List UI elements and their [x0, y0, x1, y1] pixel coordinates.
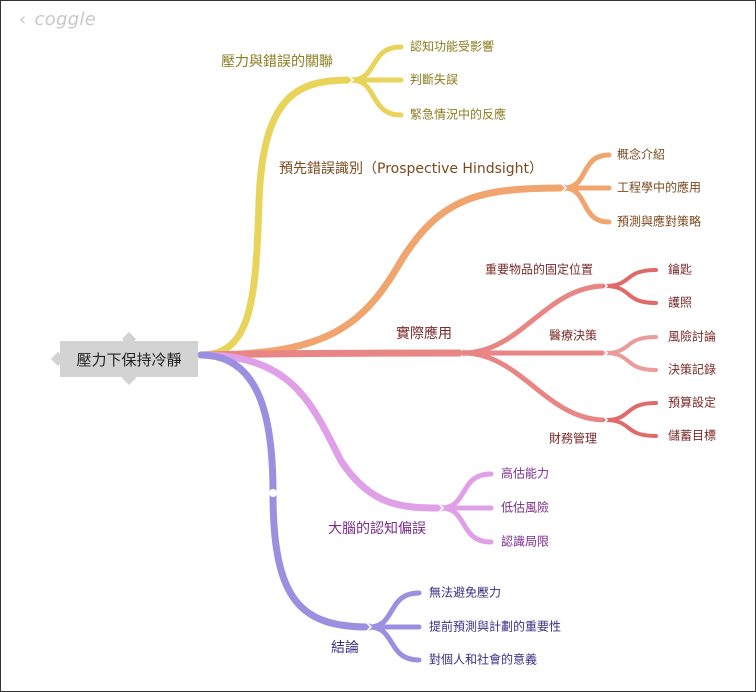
branch-5-label[interactable]: 結論 — [331, 640, 359, 656]
branch-3-sub-3-link — [460, 350, 608, 423]
branch-3-sub-2-label[interactable]: 醫療決策 — [549, 329, 597, 343]
coggle-logo[interactable]: ‹ coggle — [19, 9, 96, 30]
branch-3-sub-2-leaf-link-2 — [603, 351, 658, 372]
branch-3-sub-1-link — [460, 283, 608, 356]
branch-1-leaf-2[interactable]: 判斷失誤 — [410, 72, 458, 87]
root-node[interactable]: 壓力下保持冷靜 — [60, 341, 198, 377]
branch-3-label[interactable]: 實際應用 — [396, 325, 452, 342]
branch-labels: 壓力與錯誤的關聯 認知功能受影響判斷失誤緊急情況中的反應預先錯誤識別（Prospe… — [221, 39, 716, 667]
branch-5-leaf-link-3 — [366, 624, 422, 663]
branch-4-link — [197, 351, 445, 512]
branch-3-sub-1-leaf-link-2 — [603, 284, 658, 305]
branch-5-leaf-link-1 — [366, 590, 422, 630]
branch-4-leaf-2[interactable]: 低估風險 — [501, 500, 549, 515]
back-chevron-icon[interactable]: ‹ — [19, 9, 27, 30]
branch-4-leaf-link-3 — [438, 505, 494, 545]
branch-1-leaf-3[interactable]: 緊急情況中的反應 — [410, 107, 506, 122]
branch-3-link — [197, 349, 467, 359]
root-label: 壓力下保持冷靜 — [76, 350, 182, 369]
branch-3-sub-2-leaf-link-1 — [603, 335, 658, 355]
branch-1-expand-icon[interactable] — [347, 74, 355, 86]
branch-2-leaf-3[interactable]: 預測與應對策略 — [617, 214, 701, 229]
branch-3-sub-2-expand-icon[interactable] — [601, 347, 609, 359]
branch-5-leaf-1[interactable]: 無法避免壓力 — [429, 585, 501, 600]
branch-3-sub-3-leaf-link-2 — [603, 418, 658, 438]
branch-3-sub-1-leaf-1[interactable]: 鑰匙 — [668, 262, 692, 277]
branch-3-sub-3-leaf-2[interactable]: 儲蓄目標 — [668, 429, 716, 443]
branch-3-sub-2-leaf-2[interactable]: 決策記錄 — [668, 362, 716, 377]
branch-4-leaf-1[interactable]: 高估能力 — [501, 466, 549, 481]
branch-3-sub-1-expand-icon[interactable] — [601, 280, 609, 292]
branch-3-sub-2-leaf-1[interactable]: 風險討論 — [668, 329, 716, 344]
branch-5-expand-icon[interactable] — [365, 621, 373, 633]
branch-links — [197, 44, 658, 663]
branch-2-leaf-link-1 — [561, 152, 612, 191]
branch-5-link — [197, 351, 373, 631]
branch-1-label[interactable]: 壓力與錯誤的關聯 — [221, 54, 333, 70]
branch-1-leaf-link-3 — [348, 77, 404, 118]
branch-5-midpoint-dot[interactable] — [269, 489, 277, 497]
branch-2-link — [197, 184, 568, 359]
branch-2-leaf-link-3 — [561, 185, 612, 225]
branch-2-label[interactable]: 預先錯誤識別（Prospective Hindsight） — [279, 161, 543, 177]
branch-1-leaf-1[interactable]: 認知功能受影響 — [410, 39, 494, 54]
branch-5-leaf-2[interactable]: 提前預測與計劃的重要性 — [429, 619, 561, 634]
branch-3-sub-1-leaf-2[interactable]: 護照 — [668, 295, 692, 310]
branch-1-link — [197, 76, 355, 359]
branch-4-label[interactable]: 大腦的認知偏誤 — [328, 520, 426, 537]
logo-text: coggle — [34, 9, 97, 30]
branch-3-sub-3-leaf-1[interactable]: 預算設定 — [668, 395, 716, 410]
branch-2-leaf-1[interactable]: 概念介紹 — [617, 147, 665, 162]
branch-3-sub-1-leaf-link-1 — [603, 268, 658, 288]
branch-5-leaf-3[interactable]: 對個人和社會的意義 — [429, 652, 537, 667]
branch-2-expand-icon[interactable] — [560, 182, 568, 194]
branch-4-expand-icon[interactable] — [437, 502, 445, 514]
branch-4-leaf-3[interactable]: 認識局限 — [501, 534, 549, 549]
branch-2-leaf-2[interactable]: 工程學中的應用 — [617, 180, 701, 195]
branch-3-sub-1-label[interactable]: 重要物品的固定位置 — [485, 262, 593, 277]
branch-3-sub-3-leaf-link-1 — [603, 401, 658, 422]
branch-4-leaf-link-1 — [438, 471, 494, 511]
branch-3-sub-3-label[interactable]: 財務管理 — [549, 431, 597, 446]
branch-1-leaf-link-1 — [348, 44, 404, 83]
branch-3-sub-3-expand-icon[interactable] — [601, 414, 609, 426]
